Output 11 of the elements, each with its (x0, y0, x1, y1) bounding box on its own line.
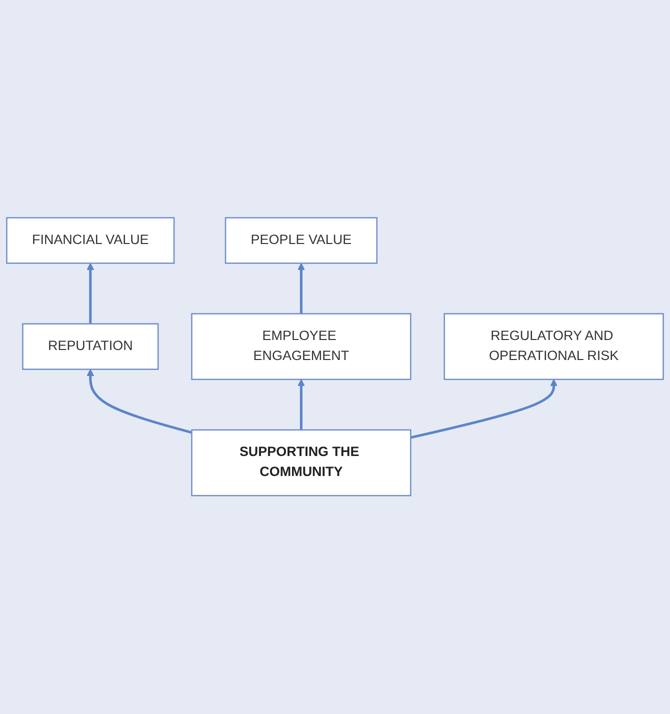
node-box: FINANCIAL VALUE (6, 217, 175, 264)
node-box: PEOPLE VALUE (224, 217, 378, 264)
node-box: EMPLOYEE ENGAGEMENT (191, 313, 412, 380)
node-box: REPUTATION (22, 324, 159, 370)
node-box: REGULATORY AND OPERATIONAL RISK (444, 313, 664, 380)
arrow (86, 369, 192, 434)
arrow (298, 263, 305, 314)
arrow (410, 379, 558, 440)
arrow (298, 379, 305, 430)
node-box: SUPPORTING THE COMMUNITY (191, 430, 412, 497)
arrow (86, 263, 94, 324)
